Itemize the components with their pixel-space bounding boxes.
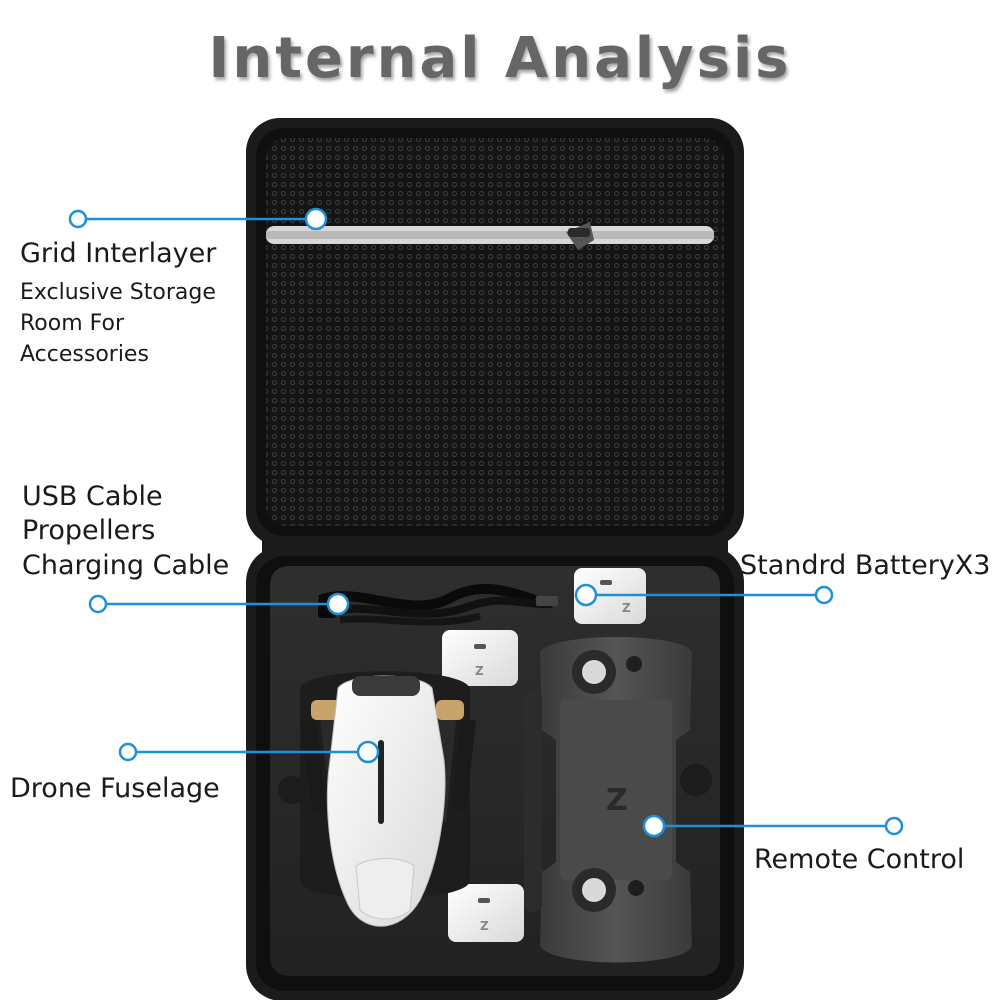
svg-text:Z: Z <box>475 664 484 678</box>
battery-3: Z <box>448 884 524 942</box>
label-grid-desc-2: Room For <box>20 311 125 336</box>
svg-text:Z: Z <box>622 601 631 615</box>
label-grid-desc-1: Exclusive Storage <box>20 280 216 305</box>
svg-text:Z: Z <box>480 919 489 933</box>
label-charging-cable: Charging Cable <box>22 550 230 581</box>
remote-control: Z <box>524 637 692 963</box>
remote-logo-icon: Z <box>606 783 628 818</box>
battery-2: Z <box>442 630 518 686</box>
battery-1: Z <box>574 568 646 624</box>
drone <box>300 675 476 927</box>
label-usb-cable: USB Cable <box>22 481 163 512</box>
case-base: Z Z Z <box>246 546 744 1000</box>
label-drone-fuselage: Drone Fuselage <box>10 773 220 804</box>
label-grid-interlayer: Grid Interlayer <box>20 238 217 269</box>
label-grid-desc-3: Accessories <box>20 342 149 367</box>
case-lid <box>246 118 744 546</box>
label-propellers: Propellers <box>22 515 156 546</box>
label-standard-battery: Standrd BatteryX3 <box>740 550 991 581</box>
page-title: Internal Analysis <box>208 26 792 91</box>
label-remote-control: Remote Control <box>754 844 965 875</box>
